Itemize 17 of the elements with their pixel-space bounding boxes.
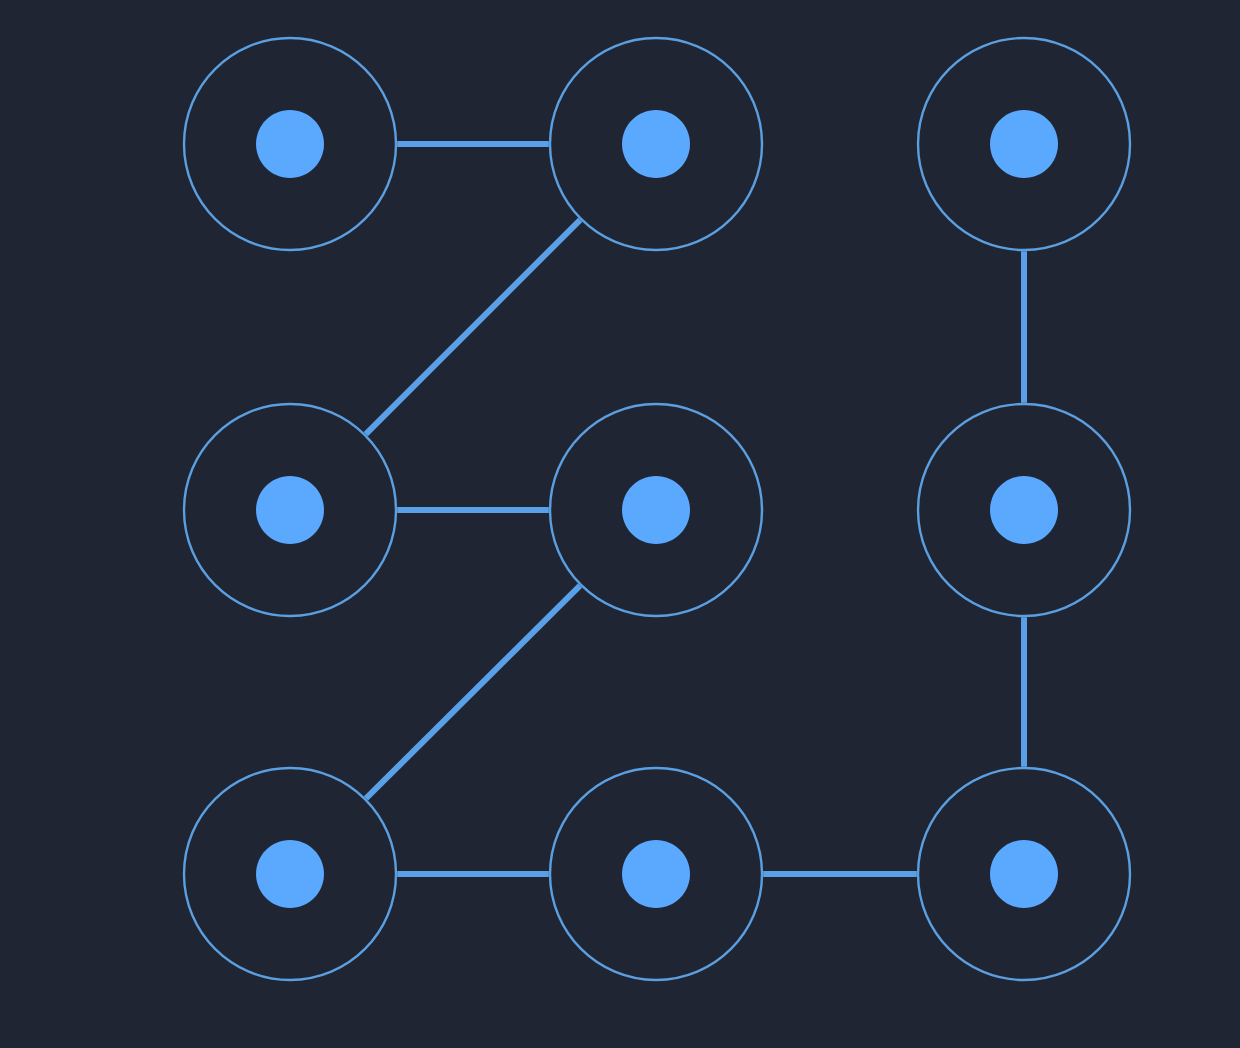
connector-line (363, 583, 583, 801)
pattern-point (916, 402, 1132, 618)
connector-line (363, 217, 583, 437)
connector-line (1021, 617, 1027, 767)
pattern-point (548, 36, 764, 252)
connector-line (1021, 251, 1027, 403)
pattern-point (916, 766, 1132, 982)
pattern-point (182, 766, 398, 982)
connector-line (397, 871, 549, 877)
connector-line (397, 507, 549, 513)
connector-line (397, 141, 549, 147)
pattern-point (182, 402, 398, 618)
pattern-point (182, 36, 398, 252)
connector-line (763, 871, 917, 877)
pattern-point (916, 36, 1132, 252)
pattern-point (548, 402, 764, 618)
pattern-point (548, 766, 764, 982)
